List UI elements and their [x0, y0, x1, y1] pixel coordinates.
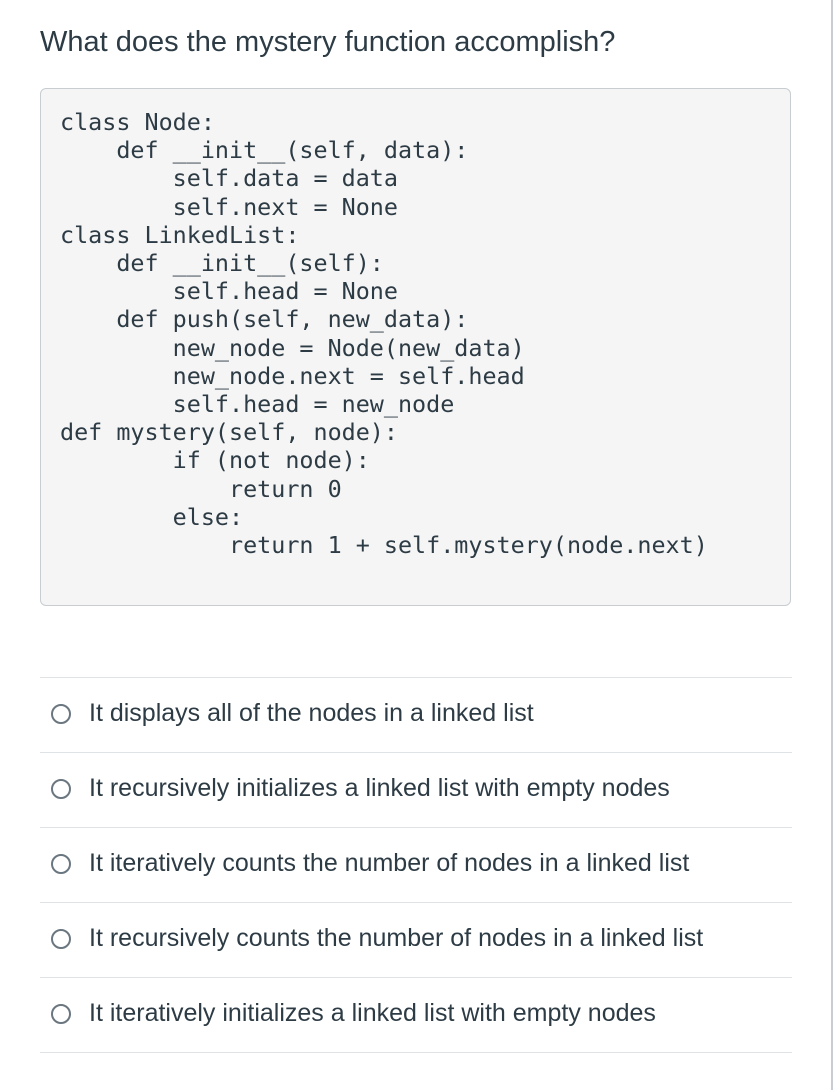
- radio-button-icon[interactable]: [51, 1004, 71, 1024]
- answer-option[interactable]: It recursively counts the number of node…: [40, 903, 792, 978]
- answer-option[interactable]: It displays all of the nodes in a linked…: [40, 678, 792, 753]
- answer-option[interactable]: It iteratively counts the number of node…: [40, 828, 792, 903]
- answer-label[interactable]: It iteratively initializes a linked list…: [89, 999, 656, 1027]
- code-block: class Node: def __init__(self, data): se…: [40, 88, 791, 606]
- answer-label[interactable]: It iteratively counts the number of node…: [89, 849, 690, 877]
- radio-button-icon[interactable]: [51, 929, 71, 949]
- answer-label[interactable]: It displays all of the nodes in a linked…: [89, 699, 534, 727]
- answer-option[interactable]: It iteratively initializes a linked list…: [40, 978, 792, 1053]
- answer-option[interactable]: It recursively initializes a linked list…: [40, 753, 792, 828]
- radio-button-icon[interactable]: [51, 779, 71, 799]
- radio-button-icon[interactable]: [51, 704, 71, 724]
- radio-button-icon[interactable]: [51, 854, 71, 874]
- answer-label[interactable]: It recursively counts the number of node…: [89, 924, 704, 952]
- answer-list: It displays all of the nodes in a linked…: [40, 677, 792, 1053]
- question-text: What does the mystery function accomplis…: [40, 26, 616, 58]
- answer-label[interactable]: It recursively initializes a linked list…: [89, 774, 670, 802]
- page-edge-rule: [831, 0, 833, 1090]
- code-text: class Node: def __init__(self, data): se…: [60, 108, 708, 560]
